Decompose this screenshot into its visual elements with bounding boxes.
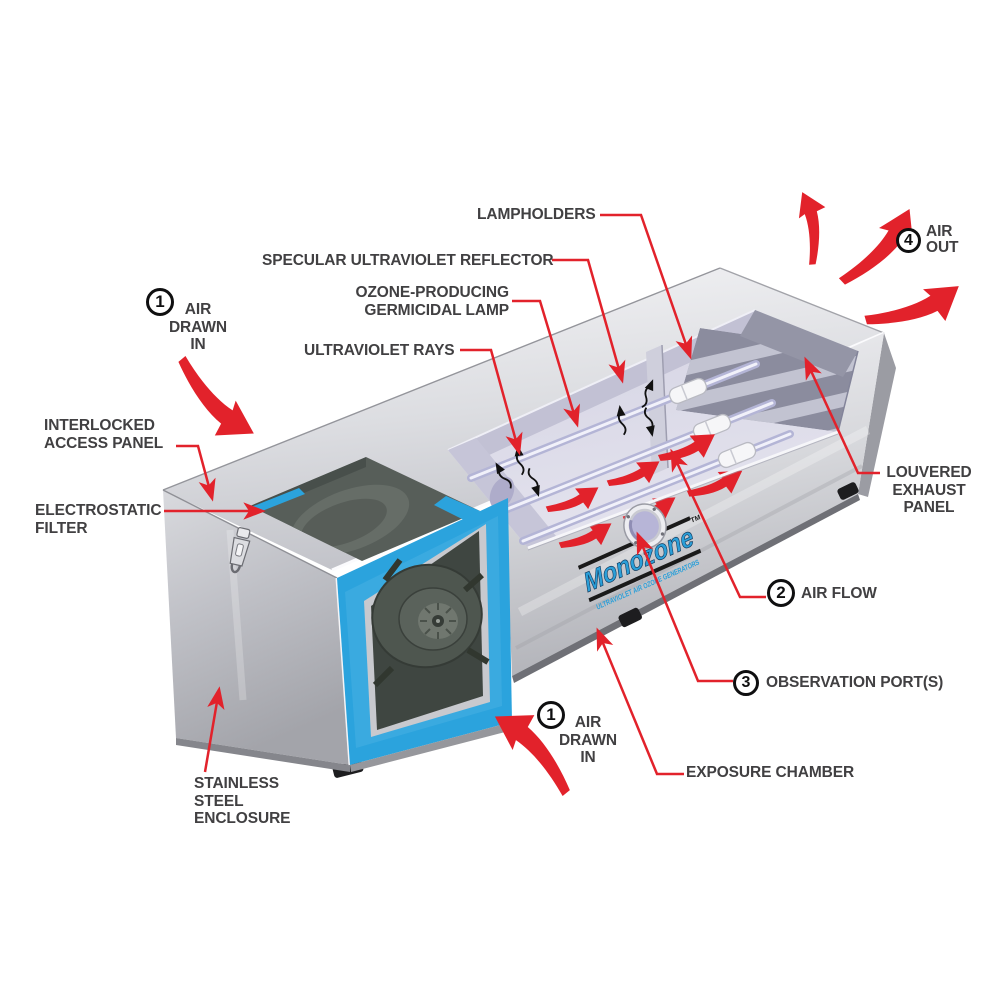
leader-air-flow [670,448,766,599]
blower-fan [371,558,490,688]
air-out-arrow-1 [794,188,835,266]
callout-germicidal-lamp: OZONE-PRODUCING GERMICIDAL LAMP [355,284,509,319]
air-in-arrow-top [159,353,262,454]
callout-louvered-panel: LOUVERED EXHAUST PANEL [886,464,972,516]
leader-observation-port [636,531,733,683]
leader-interlocked-panel [176,444,216,502]
access-panel-opening [250,457,480,561]
callout-exposure-chamber: EXPOSURE CHAMBER [686,764,855,781]
leader-stainless-enclosure [203,686,225,773]
step-number-air-out: 4 [896,228,921,253]
louver-housing-top [740,310,858,377]
leader-louvered-panel [804,356,880,475]
callout-leaders [164,213,880,776]
lampholder [692,413,732,441]
air-out-arrow-2 [836,202,931,302]
callout-air-in-top: AIR DRAWN IN [168,301,228,353]
latch [229,527,251,574]
germicidal-lamps [467,360,794,545]
blower-outlet-hole [489,476,515,510]
machine-body: Monozone TM ULTRAVIOLET AIR OZONE GENERA… [162,267,896,778]
callout-reflector: SPECULAR ULTRAVIOLET REFLECTOR [262,252,554,269]
callout-air-in-bottom: AIR DRAWN IN [558,714,618,766]
filter-top-edge [434,496,480,521]
callout-observation-port: OBSERVATION PORT(S) [766,674,944,691]
callout-interlocked-panel: INTERLOCKED ACCESS PANEL [44,417,164,452]
callout-stainless-enclosure: STAINLESS STEEL ENCLOSURE [194,775,291,827]
callout-lampholders: LAMPHOLDERS [477,206,596,223]
lampholder [717,441,757,469]
lampholder [668,377,708,405]
lamp-tube [467,360,760,482]
brand-trademark: TM [690,514,702,525]
leader-lampholders [600,213,693,360]
lampholder-bracket [646,345,668,475]
leader-exposure-chamber [596,627,684,776]
leader-germicidal-lamp [512,299,580,428]
exposure-chamber-cutaway [447,309,859,560]
callout-electrostatic-filter: ELECTROSTATIC FILTER [35,502,162,537]
leader-uv-rays [460,348,523,456]
callout-uv-rays: ULTRAVIOLET RAYS [304,342,455,359]
callout-air-out: AIR OUT [926,223,959,256]
step-number-air-in-top: 1 [146,288,174,316]
right-end-panel [858,333,896,497]
leader-reflector [552,258,626,384]
step-number-observation-port: 3 [733,670,759,696]
callout-air-flow: AIR FLOW [801,585,877,602]
step-number-air-flow: 2 [767,579,795,607]
electrostatic-filter-panel [337,498,512,765]
step-number-air-in-bottom: 1 [537,701,565,729]
